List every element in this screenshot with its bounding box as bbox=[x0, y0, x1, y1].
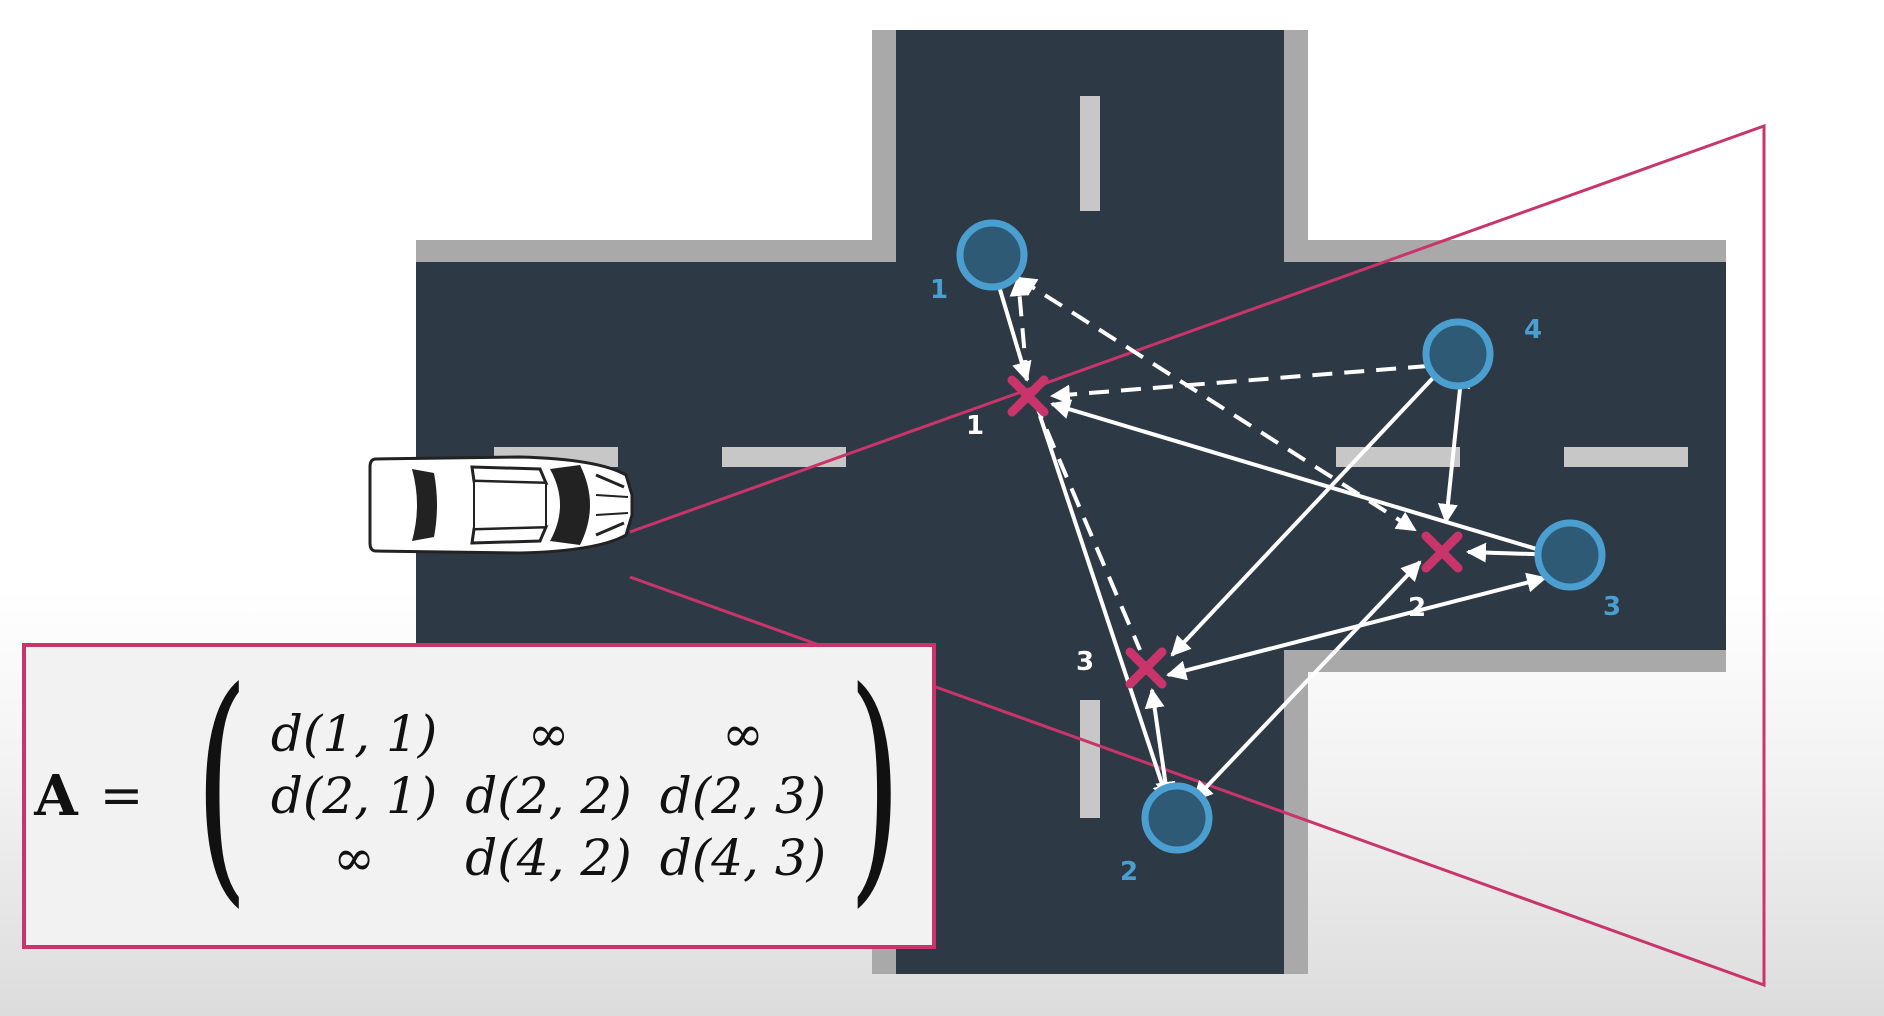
measurement-3: 3 bbox=[1534, 519, 1621, 622]
track-cross-icon bbox=[1421, 531, 1463, 573]
measurement-circle-icon bbox=[956, 219, 1028, 291]
matrix-right-paren: ) bbox=[848, 638, 902, 929]
matrix-cell-3-1: ∞ bbox=[333, 829, 375, 887]
matrix-grid: d(1, 1) ∞ ∞ d(2, 1) d(2, 2) d(2, 3) ∞ d(… bbox=[271, 705, 826, 887]
matrix-cell-3-2: d(4, 2) bbox=[465, 829, 632, 887]
measurement-label-1: 1 bbox=[930, 275, 948, 305]
measurement-label-2: 2 bbox=[1120, 857, 1138, 887]
track-label-3: 3 bbox=[1076, 647, 1094, 677]
matrix-cell-2-3: d(2, 3) bbox=[659, 767, 827, 825]
track-label-2: 2 bbox=[1408, 593, 1426, 623]
measurement-circle-icon bbox=[1141, 782, 1213, 854]
track-2: 2 bbox=[1408, 531, 1463, 623]
solid-associations bbox=[988, 264, 1564, 804]
track-cross-icon bbox=[1007, 375, 1049, 417]
matrix-cell-1-2: ∞ bbox=[527, 705, 570, 763]
matrix-equals: = bbox=[99, 766, 144, 826]
track-label-1: 1 bbox=[966, 411, 984, 441]
track-3: 3 bbox=[1076, 647, 1167, 689]
matrix-cell-1-3: ∞ bbox=[722, 705, 764, 763]
measurement-label-3: 3 bbox=[1603, 592, 1621, 622]
matrix-cell-2-1: d(2, 1) bbox=[270, 767, 438, 825]
matrix-cell-2-2: d(2, 2) bbox=[465, 767, 632, 825]
measurement-circle-icon bbox=[1534, 519, 1606, 591]
association-matrix-box: A = ( d(1, 1) ∞ ∞ d(2, 1) d(2, 2) d(2, 3… bbox=[22, 643, 936, 949]
track-1: 1 bbox=[966, 375, 1049, 441]
matrix-cell-1-1: d(1, 1) bbox=[270, 705, 438, 763]
arrow-t3-m2 bbox=[1144, 688, 1176, 802]
measurements: 1 2 3 4 bbox=[930, 219, 1621, 887]
measurement-2: 2 bbox=[1120, 782, 1213, 887]
measurement-1: 1 bbox=[930, 219, 1028, 305]
measurement-4: 4 bbox=[1422, 315, 1542, 390]
car-icon bbox=[368, 455, 634, 555]
matrix-name: A bbox=[34, 763, 78, 829]
track-cross-icon bbox=[1125, 647, 1167, 689]
matrix-cell-3-3: d(4, 3) bbox=[659, 829, 827, 887]
measurement-label-4: 4 bbox=[1524, 315, 1542, 345]
matrix-left-paren: ( bbox=[195, 638, 249, 929]
tracks: 1 2 3 bbox=[966, 375, 1463, 689]
arrow-m2-t2 bbox=[1192, 560, 1422, 802]
measurement-circle-icon bbox=[1422, 318, 1494, 390]
